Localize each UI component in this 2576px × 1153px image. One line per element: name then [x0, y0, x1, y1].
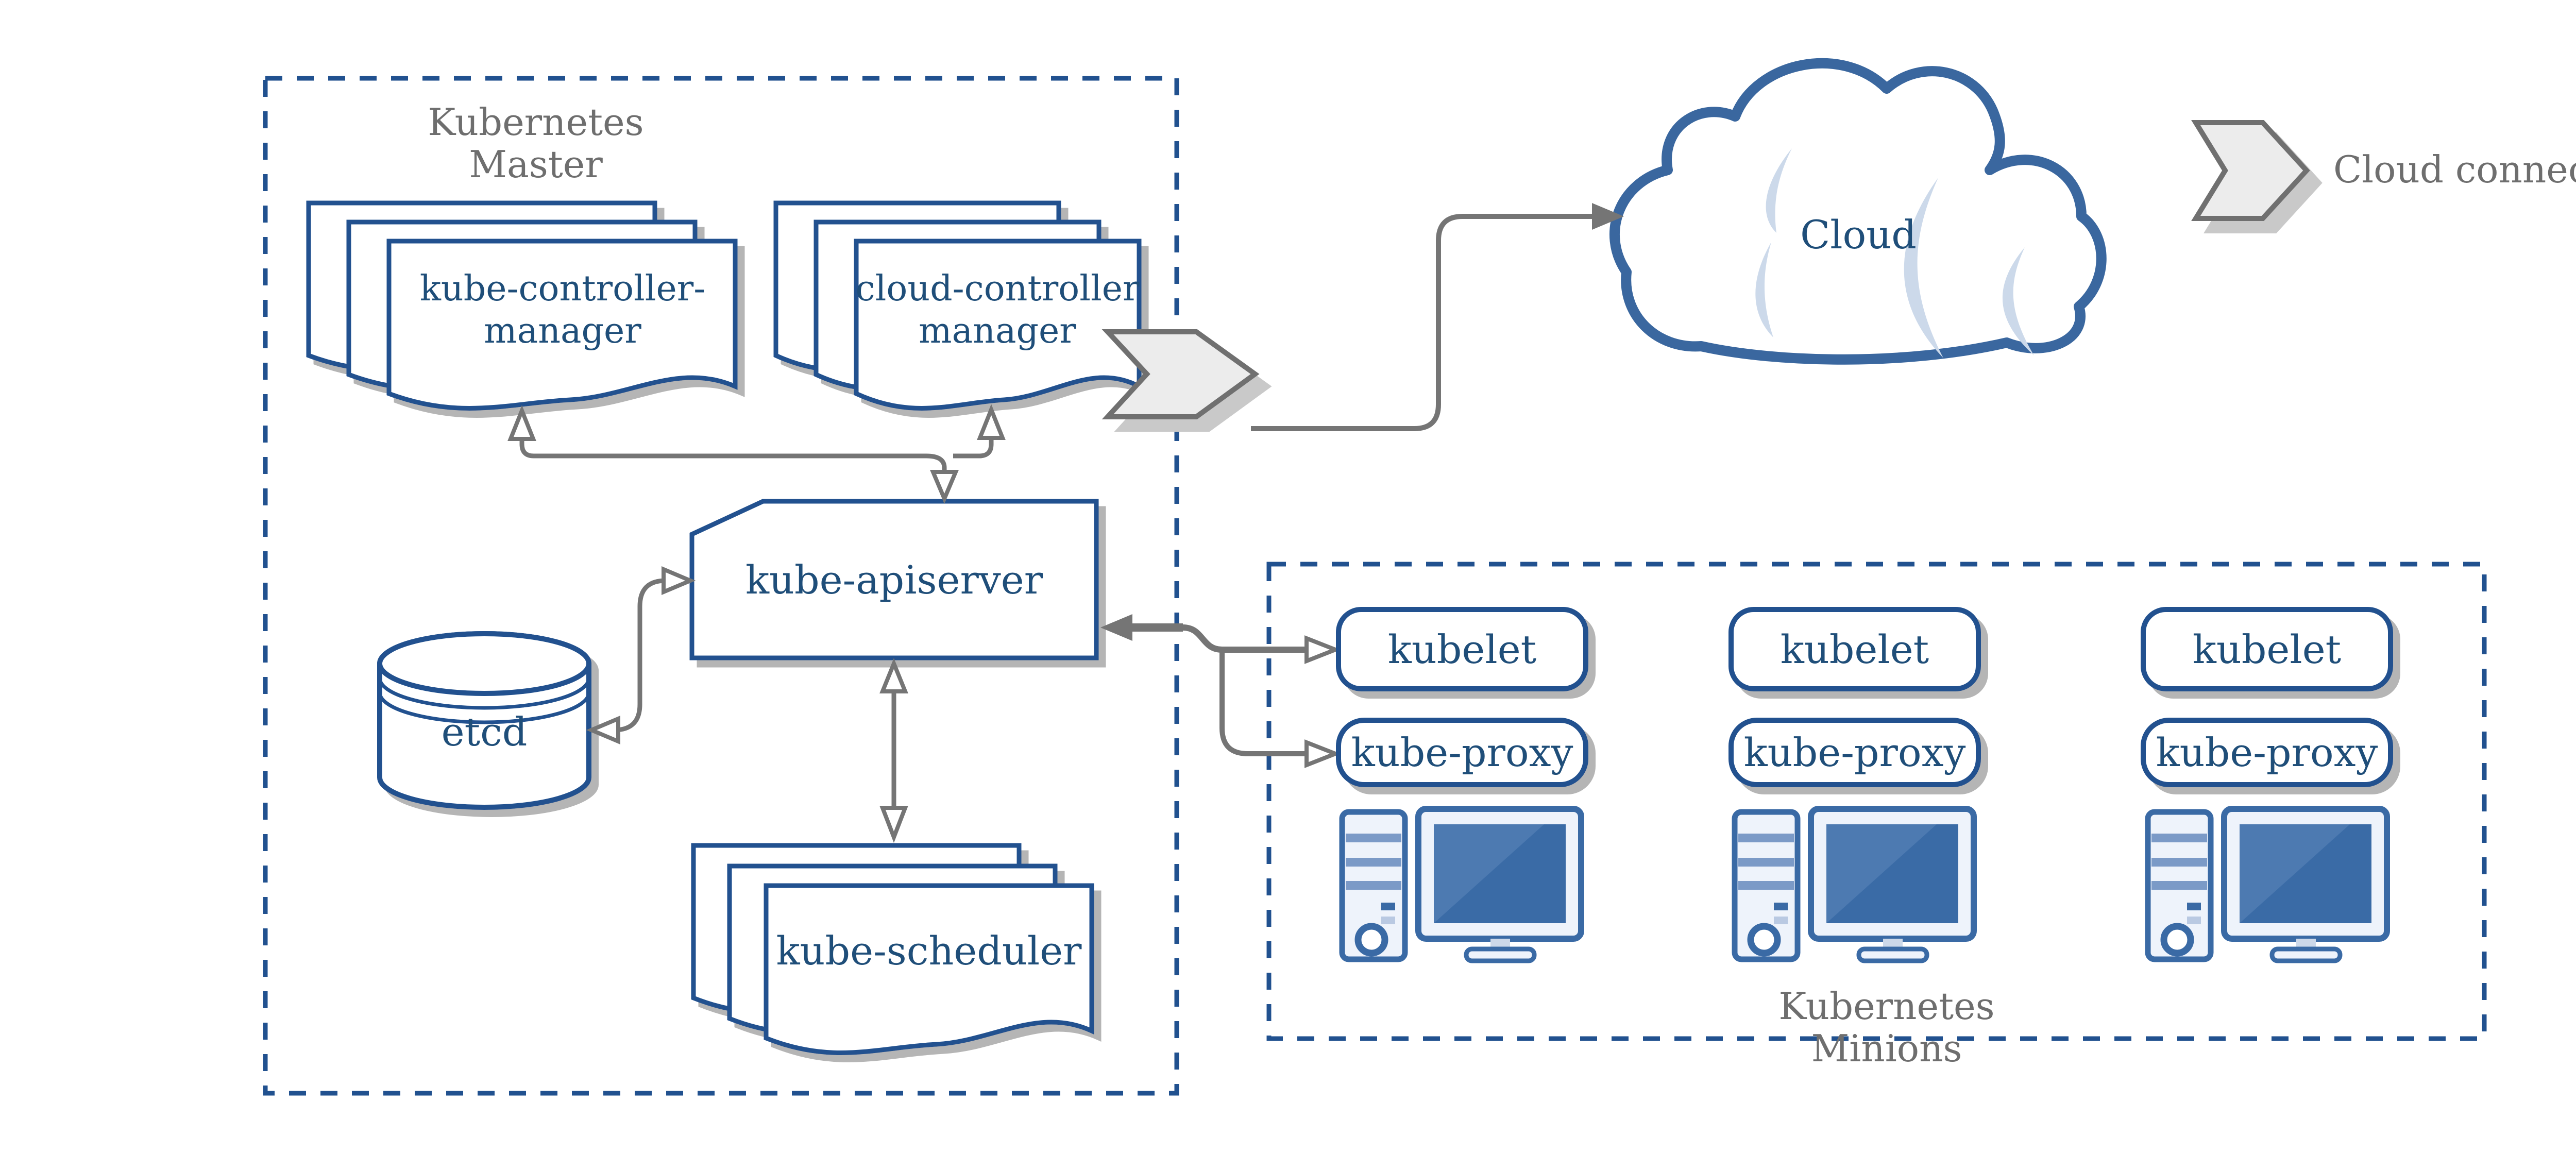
arrowhead-left-icon: [586, 715, 620, 745]
etcd-cylinder: [377, 631, 591, 810]
cloud-controller-manager-label: cloud-controller manager: [827, 268, 1167, 352]
controllers-to-apiserver-arrow: [519, 437, 994, 488]
kubelet-label: kubelet: [1780, 626, 1929, 672]
kube-proxy-box: [2141, 718, 2393, 787]
kube-controller-manager-label: kube-controller- manager: [393, 268, 733, 352]
arrowhead-down-icon: [879, 806, 908, 843]
arrowhead-up-icon: [507, 405, 536, 441]
kubernetes-master-box: [263, 76, 1179, 1096]
minions-title: Kubernetes Minions: [1681, 985, 2093, 1070]
kube-apiserver-shape: [689, 499, 1099, 660]
cloud-connector-icon: [1101, 329, 1260, 419]
arrowhead-right-icon: [1304, 635, 1341, 664]
cloud-connector-legend-icon: [2191, 120, 2310, 221]
cloud-shape: [1609, 58, 2107, 365]
cloud-highlight-icon: [1904, 178, 1943, 358]
cloud-highlight-icon: [1755, 242, 1773, 337]
kubelet-label: kubelet: [1387, 626, 1537, 672]
cloud-label: Cloud: [1800, 211, 1917, 258]
apiserver-etcd-arrow: [600, 578, 688, 733]
kube-controller-manager-line1: kube-controller-: [419, 268, 706, 309]
kube-apiserver-label: kube-apiserver: [745, 556, 1043, 603]
kube-proxy-box: [1336, 718, 1588, 787]
kube-scheduler-label: kube-scheduler: [776, 927, 1082, 974]
kube-proxy-label: kube-proxy: [1351, 730, 1573, 775]
workstation-icon: [1342, 809, 1581, 961]
apiserver-kubeproxy-arrow: [1219, 650, 1309, 756]
kubelet-box: [1728, 607, 1981, 691]
etcd-label: etcd: [441, 708, 528, 755]
master-title-line2: Master: [469, 143, 603, 186]
minions-title-line2: Minions: [1811, 1027, 1962, 1070]
arrowhead-down-icon: [929, 470, 959, 504]
kube-controller-manager-line2: manager: [484, 311, 641, 351]
master-title-line1: Kubernetes: [428, 100, 644, 144]
arrowhead-up-icon: [879, 658, 908, 693]
workstation-icon: [1735, 809, 1974, 961]
master-title: Kubernetes Master: [330, 101, 742, 185]
arrowhead-right-icon: [662, 566, 696, 596]
cloud-highlight-icon: [2002, 247, 2034, 355]
cloud-controller-manager-line1: cloud-controller: [855, 268, 1140, 309]
kubelet-box: [1336, 607, 1588, 691]
kube-proxy-label: kube-proxy: [2156, 730, 2378, 775]
kubelet-label: kubelet: [2192, 626, 2342, 672]
apiserver-kubelet-arrow: [1182, 624, 1309, 653]
workstation-icon: [2148, 809, 2387, 961]
arrowhead-right-icon: [1592, 203, 1624, 230]
cloud-connector-legend-label: Cloud connector: [2333, 148, 2576, 191]
kubelet-box: [2141, 607, 2393, 691]
cloud-highlight-icon: [1766, 148, 1792, 233]
kube-proxy-box: [1728, 718, 1981, 787]
arrowhead-left-icon: [1100, 614, 1132, 641]
kubernetes-minions-box: [1266, 562, 2487, 1041]
kube-proxy-label: kube-proxy: [1743, 730, 1966, 775]
arrowhead-right-icon: [1304, 739, 1341, 768]
minions-title-line1: Kubernetes: [1778, 985, 1995, 1028]
cloud-controller-manager-line2: manager: [919, 311, 1076, 351]
connector-to-cloud-arrow: [1251, 214, 1592, 431]
arrowhead-up-icon: [977, 404, 1006, 440]
